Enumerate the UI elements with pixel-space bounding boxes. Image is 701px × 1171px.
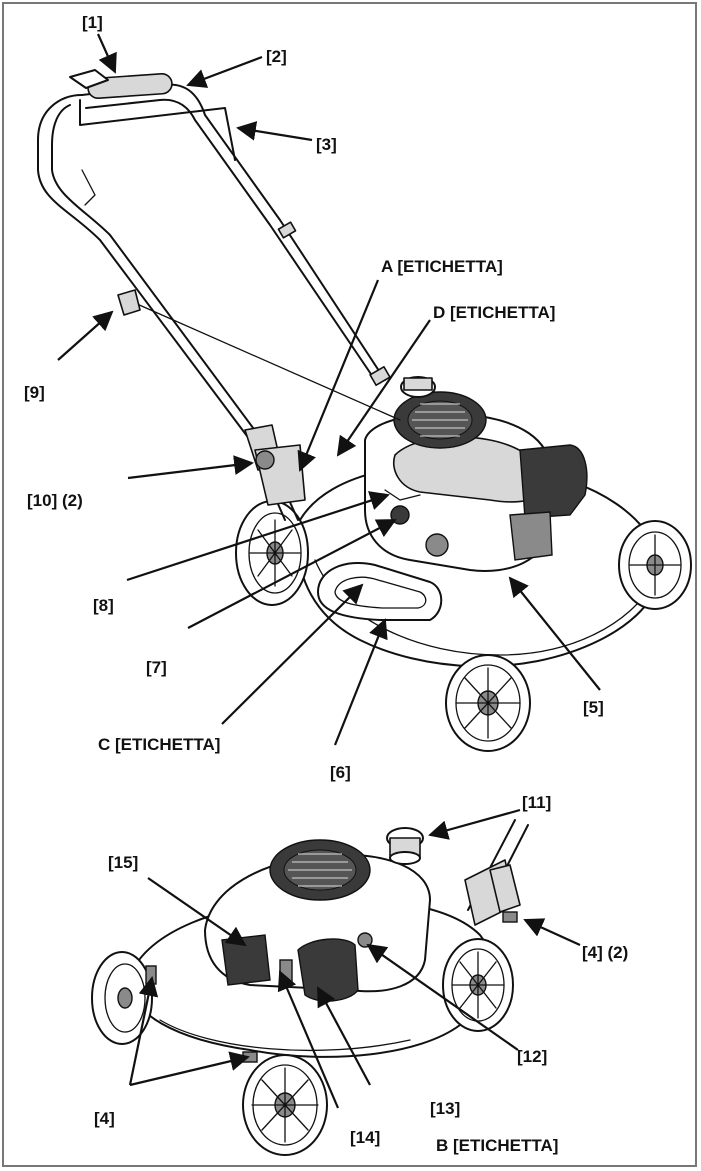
label-2: [2]: [266, 47, 287, 66]
label-a: A [ETICHETTA]: [381, 257, 503, 276]
handle-knob: [255, 450, 275, 470]
wheel-bottom-left: [91, 951, 153, 1045]
label-c: C [ETICHETTA]: [98, 735, 220, 754]
air-cleaner: [221, 934, 271, 986]
wheel-right: [618, 520, 692, 610]
throttle-lever: [69, 69, 109, 89]
label-8: [8]: [93, 596, 114, 615]
starter-grip: [117, 289, 141, 316]
wheel-front: [445, 654, 531, 752]
callout-labels: [1] [2] [3] A [ETICHETTA] D [ETICHETTA] …: [24, 13, 628, 1155]
muffler: [297, 938, 359, 1002]
label-9: [9]: [24, 383, 45, 402]
starter-rope: [127, 299, 401, 421]
control-bar: [79, 99, 236, 161]
label-1: [1]: [82, 13, 103, 32]
air-filter-cover: [519, 444, 588, 519]
handle-grip: [87, 72, 173, 100]
label-7: [7]: [146, 658, 167, 677]
engine-top: [364, 376, 588, 572]
spark-plug: [357, 932, 373, 948]
wheel-bottom-right: [442, 938, 514, 1032]
label-14: [14]: [350, 1128, 380, 1147]
label-3: [3]: [316, 135, 337, 154]
wheel-bottom-front: [242, 1054, 328, 1156]
label-13: [13]: [430, 1099, 460, 1118]
label-5: [5]: [583, 698, 604, 717]
label-b: B [ETICHETTA]: [436, 1136, 558, 1155]
label-4: [4]: [94, 1109, 115, 1128]
label-4-2: [4] (2): [582, 943, 628, 962]
handlebar: [37, 69, 401, 521]
label-6: [6]: [330, 763, 351, 782]
label-d: D [ETICHETTA]: [433, 303, 555, 322]
engine-rear: [204, 827, 431, 1002]
label-11: [11]: [522, 793, 551, 812]
label-10: [10] (2): [27, 491, 83, 510]
label-12: [12]: [517, 1047, 547, 1066]
label-15: [15]: [108, 853, 138, 872]
mower-bottom-view: [91, 808, 581, 1156]
mower-top-view: [37, 33, 692, 752]
